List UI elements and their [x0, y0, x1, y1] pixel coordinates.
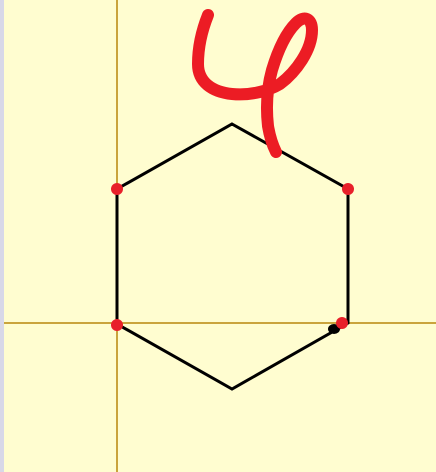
vertex-marker-upper-right[interactable]: [342, 183, 354, 195]
canvas-left-border: [0, 0, 4, 472]
vertex-marker-lower-right[interactable]: [336, 317, 348, 329]
vertex-marker-upper-left[interactable]: [111, 183, 123, 195]
drag-cursor-point[interactable]: [328, 324, 340, 334]
vertex-marker-lower-left[interactable]: [111, 319, 123, 331]
freehand-annotation[interactable]: [192, 9, 318, 158]
